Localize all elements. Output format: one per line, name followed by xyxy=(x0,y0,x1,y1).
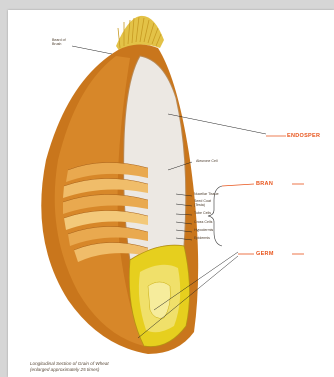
label-seed-coat: Seed Coat (Testa) xyxy=(194,199,211,207)
label-cross-cells: Cross Cells xyxy=(194,220,212,224)
callout-bran: BRAN xyxy=(256,181,273,187)
wheat-grain-diagram xyxy=(8,10,334,377)
label-nucellar: Nucellar Tissue xyxy=(194,192,219,196)
caption-line-2: (enlarged approximately 25 times) xyxy=(30,367,220,373)
label-epidermis: Epidermis xyxy=(194,236,210,240)
label-aleurone: Aleurone Cell xyxy=(196,159,218,163)
label-beard: Beard of Brush xyxy=(52,38,66,46)
diagram-sheet: Beard of Brush Aleurone Cell Nucellar Ti… xyxy=(8,10,334,377)
callout-germ: GERM xyxy=(256,251,274,257)
callout-endosperm: ENDOSPER xyxy=(287,133,320,139)
germ-region xyxy=(129,245,189,346)
diagram-caption: Longitudinal Section of Grain of Wheat (… xyxy=(30,361,220,373)
label-hypodermis: Hypodermis xyxy=(194,228,213,232)
label-tube-cells: Tube Cells xyxy=(194,211,211,215)
